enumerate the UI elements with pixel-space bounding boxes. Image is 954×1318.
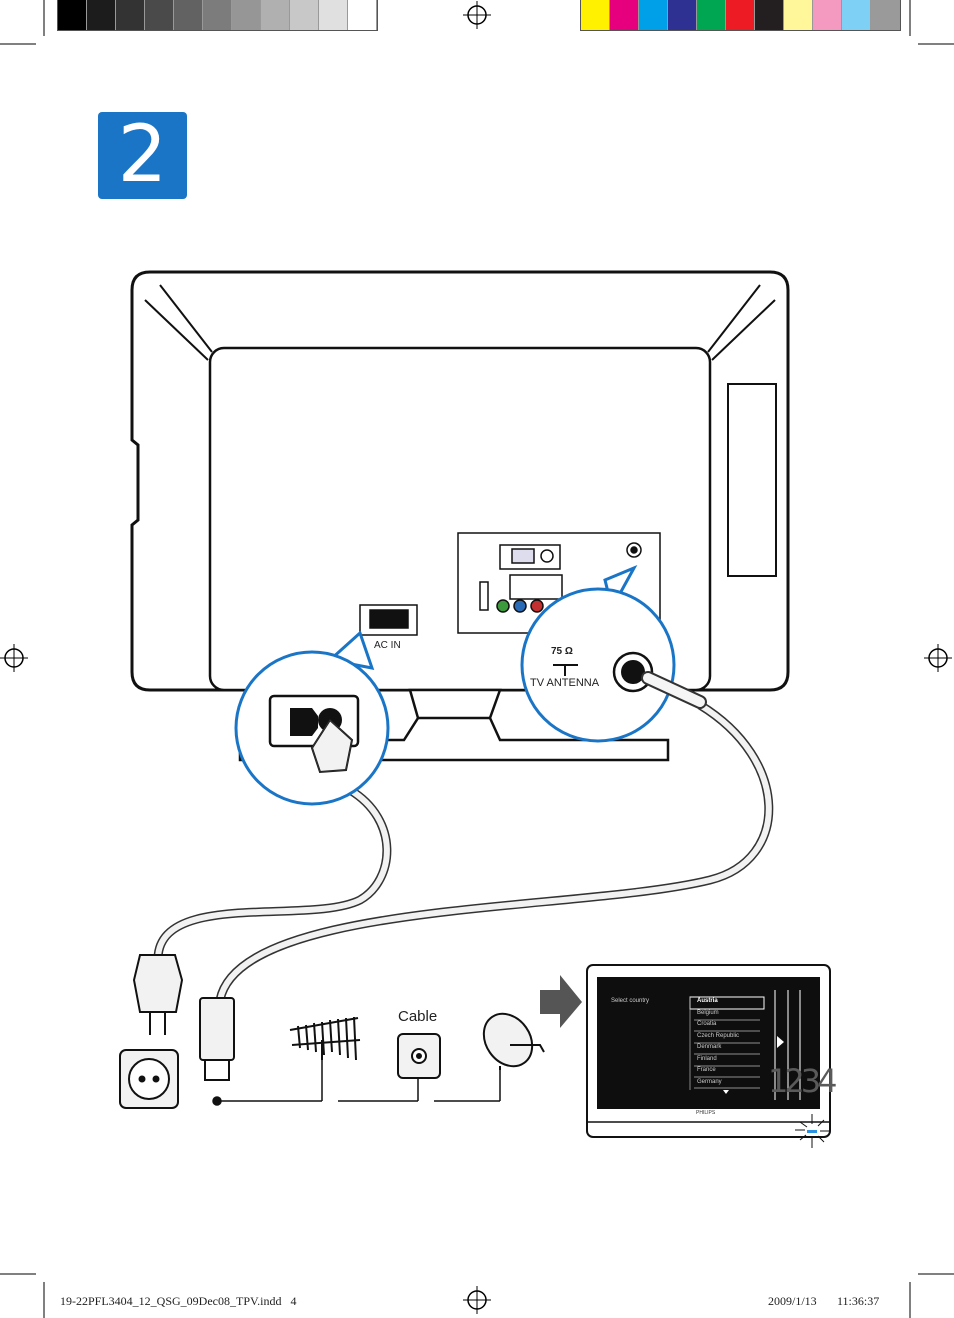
gray-swatch-5	[203, 0, 232, 30]
color-swatch-4	[697, 0, 726, 30]
color-swatch-1	[610, 0, 639, 30]
country-item-czech-republic: Czech Republic	[697, 1032, 740, 1039]
grayscale-bar	[57, 0, 378, 31]
ac-in-label: AC IN	[374, 640, 401, 651]
country-item-austria: Austria	[697, 998, 718, 1004]
coax-plug-icon	[199, 997, 235, 1081]
source-line	[212, 1042, 501, 1106]
gray-swatch-0	[58, 0, 87, 30]
antenna-zoom-callout	[520, 564, 707, 743]
aerial-antenna-icon	[289, 1016, 361, 1061]
power-led	[807, 1130, 817, 1133]
gray-swatch-8	[290, 0, 319, 30]
gray-swatch-2	[116, 0, 145, 30]
color-swatch-2	[639, 0, 668, 30]
country-item-croatia: Croatia	[697, 1021, 717, 1027]
country-item-denmark: Denmark	[697, 1044, 722, 1050]
screen-arrow-right-icon	[777, 1036, 784, 1048]
screen-vertical-lines	[774, 990, 801, 1100]
cable-outlet-icon	[397, 1033, 441, 1079]
registration-mark-left	[0, 644, 28, 672]
screen-heading: Select country	[611, 998, 650, 1004]
registration-mark-bottom	[463, 1286, 491, 1314]
color-swatch-3	[668, 0, 697, 30]
color-bar	[580, 0, 901, 31]
gray-swatch-7	[261, 0, 290, 30]
color-swatch-9	[842, 0, 871, 30]
screen-row-lines	[689, 997, 760, 1090]
wall-socket-icon	[119, 1049, 179, 1109]
gray-swatch-9	[319, 0, 348, 30]
tv-corner-lines	[144, 284, 776, 361]
power-cable	[153, 786, 392, 959]
gray-swatch-3	[145, 0, 174, 30]
color-swatch-5	[726, 0, 755, 30]
gray-swatch-1	[87, 0, 116, 30]
gray-swatch-6	[232, 0, 261, 30]
satellite-dish-icon	[482, 1012, 545, 1070]
screen-arrow-down-icon	[723, 1090, 729, 1094]
color-swatch-0	[581, 0, 610, 30]
country-list: Austria Belgium Croatia Czech Republic D…	[697, 998, 763, 1090]
screen-number: 1234	[768, 1062, 837, 1100]
power-zoom-callout	[234, 630, 390, 806]
color-swatch-8	[813, 0, 842, 30]
registration-mark-right	[924, 644, 952, 672]
gray-swatch-4	[174, 0, 203, 30]
color-swatch-10	[871, 0, 900, 30]
ohm-label: 75 Ω	[551, 646, 573, 657]
led-glow-lines	[795, 1114, 830, 1148]
footer-date: 2009/1/13	[768, 1294, 817, 1308]
euro-plug-icon	[132, 954, 184, 1035]
registration-mark-top	[463, 1, 491, 29]
gray-swatch-10	[348, 0, 377, 30]
country-item-finland: Finland	[697, 1055, 717, 1062]
tv-brand-logo: PHILIPS	[696, 1110, 716, 1116]
country-item-germany: Germany	[697, 1078, 722, 1085]
cable-label: Cable	[398, 1008, 438, 1025]
color-swatch-7	[784, 0, 813, 30]
country-item-france: France	[697, 1067, 716, 1073]
step-number-badge: 2	[98, 112, 187, 199]
country-item-belgium: Belgium	[697, 1009, 719, 1016]
tv-antenna-label: TV ANTENNA	[530, 677, 600, 689]
footer-filename: 19-22PFL3404_12_QSG_09Dec08_TPV.indd 4	[60, 1294, 297, 1308]
antenna-cable	[215, 701, 774, 1002]
tv-front	[586, 964, 831, 1148]
footer-time: 11:36:37	[837, 1294, 880, 1308]
arrow-right-icon	[540, 975, 582, 1028]
color-swatch-6	[755, 0, 784, 30]
